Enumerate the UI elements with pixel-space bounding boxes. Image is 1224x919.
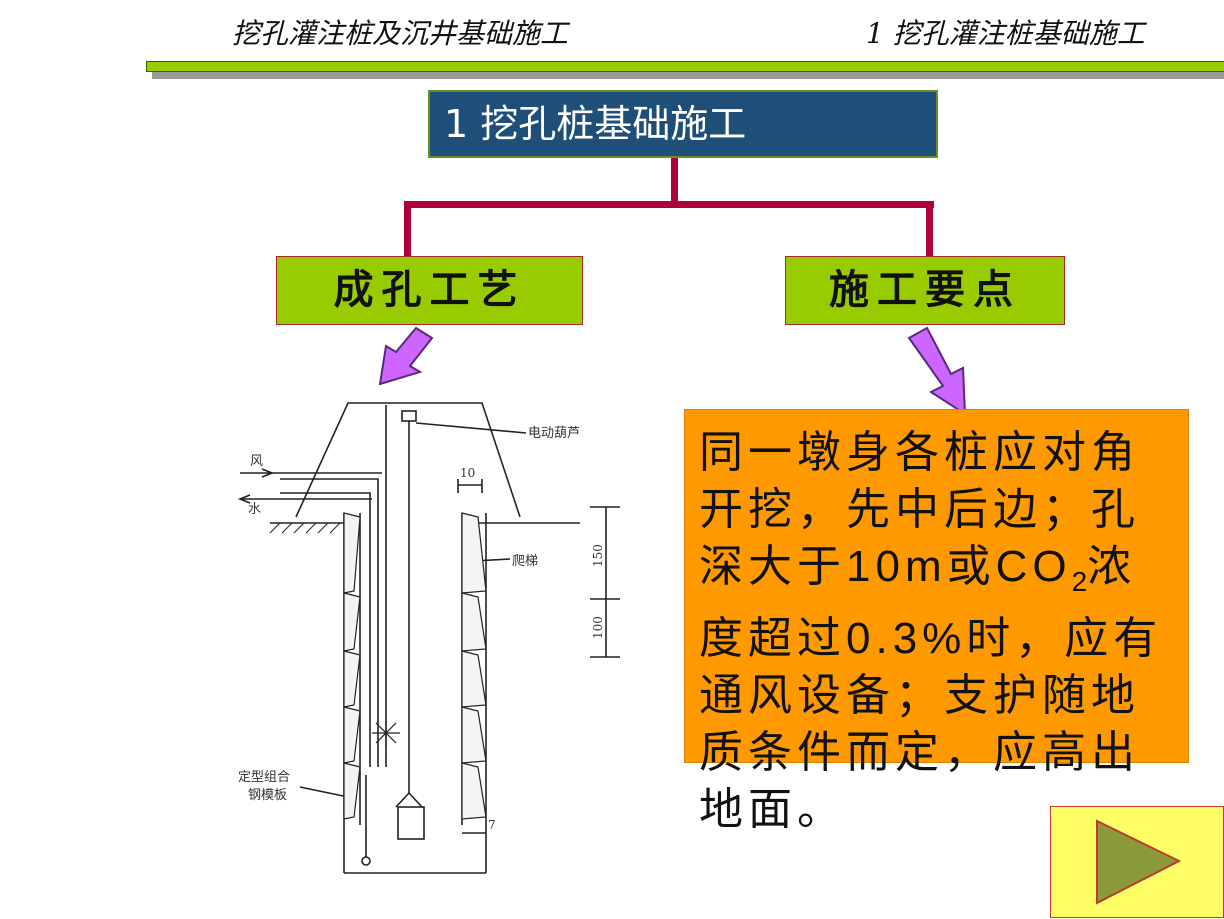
play-triangle-icon (1096, 819, 1182, 905)
arrow-down-right-icon (907, 326, 967, 416)
connector-vertical-top (671, 158, 678, 204)
figure-label-formwork-2: 钢模板 (248, 788, 287, 803)
branch-box-process: 成孔工艺 (276, 256, 583, 325)
figure-label-ladder: 爬梯 (512, 554, 538, 569)
key-points-text-part2: 浓度超过0.3%时，应有通风设备；支护随地质条件而定，应高出地面。 (699, 542, 1163, 834)
header-bar-shadow (152, 68, 1224, 79)
next-slide-button[interactable] (1050, 806, 1224, 918)
figure-label-wind: 风 (250, 454, 263, 469)
connector-left-drop (404, 201, 411, 256)
header-bar (146, 61, 1224, 72)
pile-excavation-diagram: 电动葫芦 风 水 爬梯 定型组合 钢模板 10 7 150 100 (237, 402, 620, 874)
header-right-title: 1 挖孔灌注桩基础施工 (866, 17, 1145, 50)
header-left-title: 挖孔灌注桩及沉井基础施工 (232, 17, 569, 50)
figure-dim-150: 150 (591, 544, 605, 567)
connector-right-drop (926, 201, 933, 256)
figure-dim-10: 10 (460, 466, 475, 480)
key-points-text-part1: 同一墩身各桩应对角开挖，先中后边；孔深大于10m或CO (699, 428, 1140, 591)
figure-label-water: 水 (248, 502, 261, 517)
main-title-box: 1 挖孔桩基础施工 (428, 90, 938, 158)
figure-dim-7: 7 (488, 818, 496, 832)
branch-box-key-points: 施工要点 (785, 256, 1065, 325)
figure-label-hoist: 电动葫芦 (528, 426, 580, 441)
connector-horizontal (404, 201, 934, 208)
key-points-box: 同一墩身各桩应对角开挖，先中后边；孔深大于10m或CO2浓度超过0.3%时，应有… (684, 409, 1189, 834)
key-points-subscript: 2 (1071, 565, 1088, 597)
figure-label-formwork-1: 定型组合 (238, 770, 290, 785)
figure-dim-100: 100 (591, 616, 605, 639)
arrow-down-left-icon (378, 326, 434, 386)
